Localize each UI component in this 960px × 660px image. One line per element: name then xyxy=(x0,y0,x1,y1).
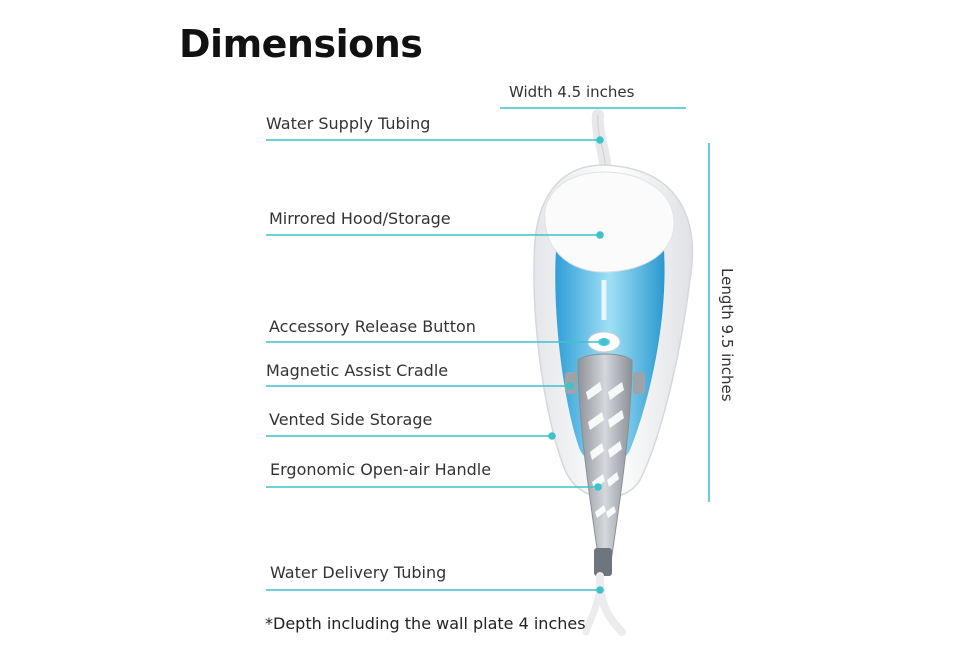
label-magnetic-assist-cradle: Magnetic Assist Cradle xyxy=(266,361,449,380)
label-vented-side-storage: Vented Side Storage xyxy=(269,410,433,429)
cradle-clip-right xyxy=(633,372,645,394)
handle xyxy=(577,353,633,563)
delivery-tubing xyxy=(596,572,626,636)
callout-lines xyxy=(266,136,608,594)
label-water-supply-tubing: Water Supply Tubing xyxy=(266,114,431,133)
footnote-depth: *Depth including the wall plate 4 inches xyxy=(265,614,586,633)
page-title: Dimensions xyxy=(179,22,423,66)
handle-tip xyxy=(594,548,612,576)
handle-vents xyxy=(586,382,624,518)
width-label: Width 4.5 inches xyxy=(509,83,635,101)
label-mirrored-hood: Mirrored Hood/Storage xyxy=(269,209,451,228)
label-water-delivery-tubing: Water Delivery Tubing xyxy=(270,563,447,582)
length-label: Length 9.5 inches xyxy=(718,268,736,402)
label-ergonomic-handle: Ergonomic Open-air Handle xyxy=(270,460,492,479)
label-accessory-release-button: Accessory Release Button xyxy=(269,317,476,336)
mirrored-hood xyxy=(544,171,675,273)
